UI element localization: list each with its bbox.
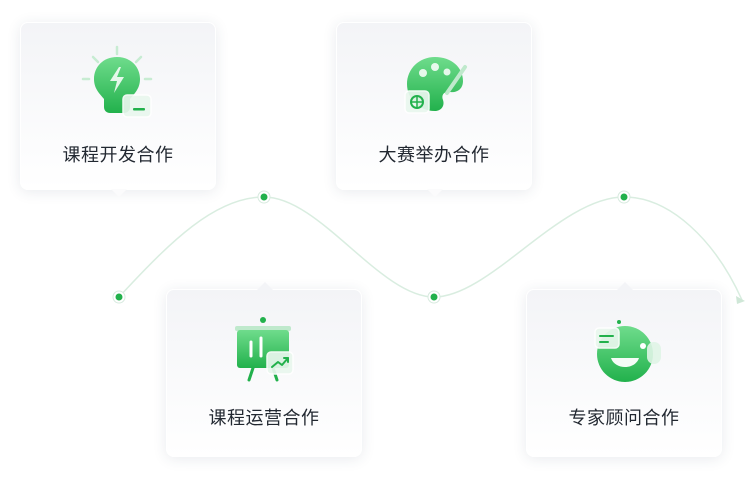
card-pointer (617, 282, 633, 290)
card-label: 课程运营合作 (208, 408, 320, 429)
timeline-dot (617, 190, 631, 204)
card-pointer (427, 189, 443, 197)
wave-line (118, 196, 743, 301)
card-course-operation[interactable]: 课程运营合作 (166, 282, 362, 457)
card-pointer (111, 189, 127, 197)
wave-arrow-head (736, 296, 745, 304)
card-label: 专家顾问合作 (568, 408, 680, 429)
card-course-development[interactable]: 课程开发合作 (20, 22, 216, 197)
card-label: 大赛举办合作 (378, 145, 490, 166)
card-expert-consulting[interactable]: 专家顾问合作 (526, 282, 722, 457)
palette-icon (404, 57, 467, 114)
timeline-dot (112, 290, 126, 304)
timeline-dot (257, 190, 271, 204)
card-competition-hosting[interactable]: 大赛举办合作 (336, 22, 532, 197)
lightbulb-icon (81, 45, 153, 118)
chat-bubble-icon (594, 320, 661, 382)
presentation-board-icon (235, 317, 294, 382)
card-pointer (257, 282, 273, 290)
timeline-dot (427, 290, 441, 304)
card-label: 课程开发合作 (62, 145, 174, 166)
